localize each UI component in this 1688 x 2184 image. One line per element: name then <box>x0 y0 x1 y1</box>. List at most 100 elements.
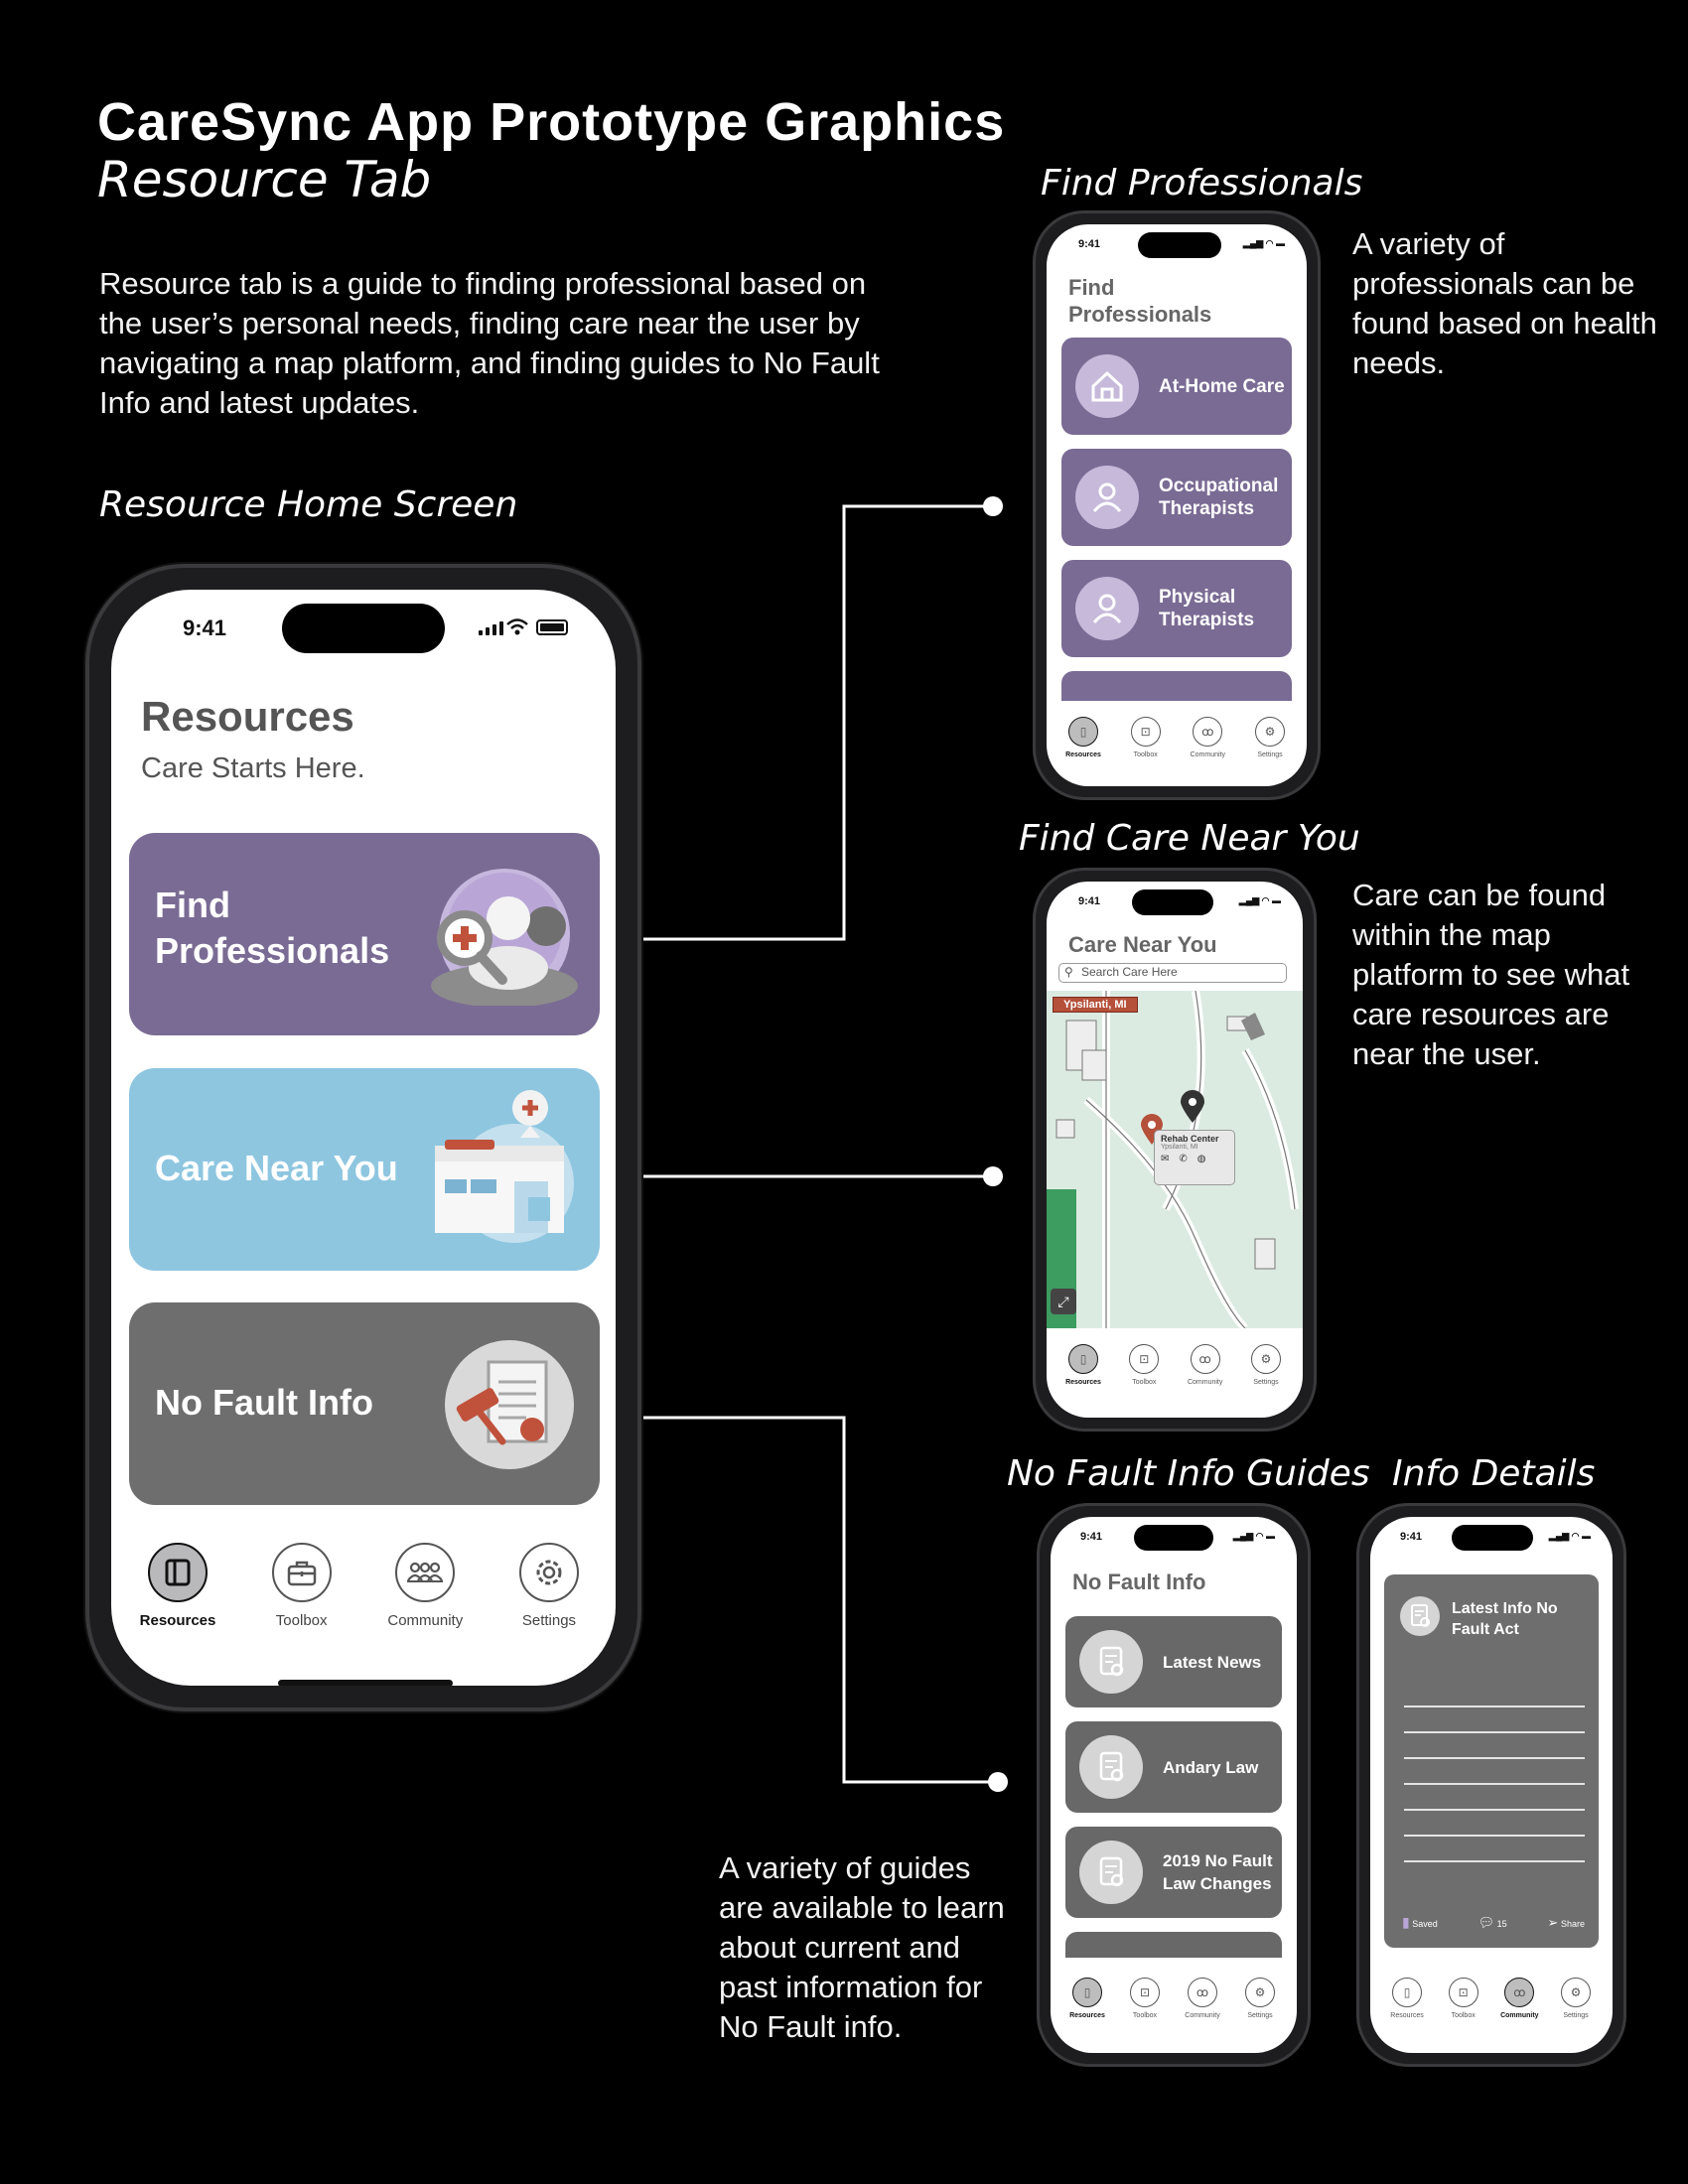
tab-settings[interactable]: ⚙Settings <box>1551 1978 1601 2019</box>
document-search-icon <box>1079 1630 1143 1694</box>
professional-item-occupational[interactable]: Occupational Therapists <box>1061 449 1292 546</box>
care-title: Care Near You <box>1068 932 1217 957</box>
mail-icon[interactable]: ✉ <box>1161 1154 1170 1164</box>
tab-toolbox[interactable]: ⊡Toolbox <box>1439 1978 1488 2019</box>
guide-item-partial <box>1065 1932 1282 1958</box>
desc-care: Care can be found within the map platfor… <box>1352 878 1630 1071</box>
tab-settings[interactable]: ⚙Settings <box>1241 1344 1291 1386</box>
toolbox-icon <box>271 1543 332 1602</box>
signal-icon <box>479 619 503 635</box>
status-icons: ▂▄▆ ◠ ▬ <box>1232 1531 1275 1541</box>
tab-toolbox[interactable]: ⊡Toolbox <box>1120 1978 1170 2019</box>
house-icon <box>1075 354 1139 418</box>
status-time: 9:41 <box>1078 238 1101 250</box>
globe-icon[interactable]: ◍ <box>1196 1154 1206 1164</box>
tab-resources[interactable]: ▯Resources <box>1058 717 1108 758</box>
status-time: 9:41 <box>1400 1531 1423 1543</box>
details-phone: 9:41 ▂▄▆ ◠ ▬ Latest Info No Fault Act ▮ … <box>1356 1503 1626 2067</box>
label-info-details: Info Details <box>1392 1453 1596 1494</box>
tab-settings[interactable]: ⚙Settings <box>1245 717 1295 758</box>
tab-resources[interactable]: ▯Resources <box>1062 1978 1112 2019</box>
share-button[interactable]: ➢ Share <box>1547 1914 1585 1930</box>
care-screen: 9:41 ▂▄▆ ◠ ▬ Care Near You ⚲ Search Care… <box>1047 882 1303 1418</box>
label-find-professionals: Find Professionals <box>1041 163 1363 204</box>
toolbox-icon: ⊡ <box>1130 717 1161 747</box>
professional-item-partial <box>1061 671 1292 701</box>
connector-professionals <box>588 504 993 941</box>
guide-item-2019-changes[interactable]: 2019 No Fault Law Changes <box>1065 1827 1282 1918</box>
book-icon <box>148 1543 208 1602</box>
connector-dot-care <box>983 1166 1003 1186</box>
tab-community[interactable]: Community <box>380 1543 470 1629</box>
dynamic-island <box>1134 1525 1213 1551</box>
phone-icon[interactable]: ✆ <box>1179 1154 1188 1164</box>
search-input[interactable]: ⚲ Search Care Here <box>1058 963 1287 983</box>
expand-map-icon[interactable]: ⤢ <box>1051 1289 1076 1314</box>
connector-nofault <box>588 1416 998 1784</box>
find-professionals-card-label: Find Professionals <box>155 885 390 971</box>
person-icon <box>1075 466 1139 529</box>
professional-item-physical[interactable]: Physical Therapists <box>1061 560 1292 657</box>
tab-toolbox[interactable]: Toolbox <box>257 1543 347 1629</box>
search-icon: ⚲ <box>1064 965 1073 979</box>
tab-settings[interactable]: ⚙Settings <box>1235 1978 1285 2019</box>
tab-toolbox-label: Toolbox <box>275 1612 328 1629</box>
label-home-screen: Resource Home Screen <box>99 484 518 525</box>
toolbox-icon: ⊡ <box>1129 1344 1160 1374</box>
page-subtitle: Resource Tab <box>97 151 432 208</box>
home-indicator <box>278 1680 453 1686</box>
tab-resources[interactable]: Resources <box>133 1543 222 1629</box>
toolbox-icon: ⊡ <box>1448 1978 1478 2007</box>
saved-button[interactable]: ▮ Saved <box>1402 1914 1438 1930</box>
place-popup[interactable]: Rehab Center Ypsilanti, MI ✉ ✆ ◍ <box>1154 1130 1235 1185</box>
book-icon: ▯ <box>1068 1344 1098 1374</box>
place-name: Rehab Center <box>1161 1134 1219 1144</box>
tab-resources[interactable]: ▯Resources <box>1058 1344 1108 1386</box>
professional-item-label: Physical Therapists <box>1159 587 1255 630</box>
page-title: CareSync App Prototype Graphics <box>97 92 1006 152</box>
gavel-document-icon <box>445 1340 574 1469</box>
map-pin-icon[interactable] <box>1180 1090 1205 1124</box>
dynamic-island <box>1132 889 1213 915</box>
professionals-screen: 9:41 ▂▄▆ ◠ ▬ Find Professionals At-Home … <box>1047 224 1307 786</box>
tab-resources[interactable]: ▯Resources <box>1382 1978 1432 2019</box>
care-near-you-card[interactable]: Care Near You <box>129 1068 600 1271</box>
connector-dot-professionals <box>983 496 1003 516</box>
share-icon: ➢ <box>1547 1914 1559 1930</box>
comments-button[interactable]: 💬︎ 15 <box>1477 1914 1507 1930</box>
nofault-title: No Fault Info <box>1072 1570 1206 1594</box>
home-screen: 9:41 Resources Care Starts Here. Find Pr… <box>111 590 616 1686</box>
guide-item-label: Andary Law <box>1163 1757 1259 1777</box>
toolbox-icon: ⊡ <box>1130 1978 1160 2007</box>
guide-item-latest-news[interactable]: Latest News <box>1065 1616 1282 1707</box>
find-professionals-card[interactable]: Find Professionals <box>129 833 600 1035</box>
intro-text: Resource tab is a guide to finding profe… <box>99 266 880 420</box>
gear-icon: ⚙ <box>1250 1344 1281 1374</box>
guide-item-andary-law[interactable]: Andary Law <box>1065 1721 1282 1813</box>
tab-toolbox[interactable]: ⊡Toolbox <box>1119 1344 1169 1386</box>
status-time: 9:41 <box>1078 895 1101 907</box>
tab-community-label: Community <box>387 1612 464 1629</box>
tab-settings[interactable]: Settings <box>504 1543 594 1629</box>
status-time: 9:41 <box>183 615 227 640</box>
map-pin-selected-icon[interactable] <box>1140 1114 1164 1146</box>
status-icons: ▂▄▆ ◠ ▬ <box>1238 895 1281 905</box>
home-subtitle: Care Starts Here. <box>141 752 365 784</box>
comment-icon: 💬︎ <box>1477 1914 1495 1930</box>
professionals-phone: 9:41 ▂▄▆ ◠ ▬ Find Professionals At-Home … <box>1033 210 1321 800</box>
map-view[interactable]: Ypsilanti, MI Rehab Center Ypsilanti, MI… <box>1047 991 1303 1328</box>
no-fault-info-card[interactable]: No Fault Info <box>129 1302 600 1505</box>
dynamic-island <box>282 604 445 653</box>
community-icon <box>395 1543 456 1602</box>
dynamic-island <box>1452 1525 1533 1551</box>
tab-resources-label: Resources <box>139 1612 216 1629</box>
tab-toolbox[interactable]: ⊡Toolbox <box>1121 717 1171 758</box>
details-body-lines <box>1404 1682 1585 1880</box>
professional-item-home-care[interactable]: At-Home Care <box>1061 338 1292 435</box>
